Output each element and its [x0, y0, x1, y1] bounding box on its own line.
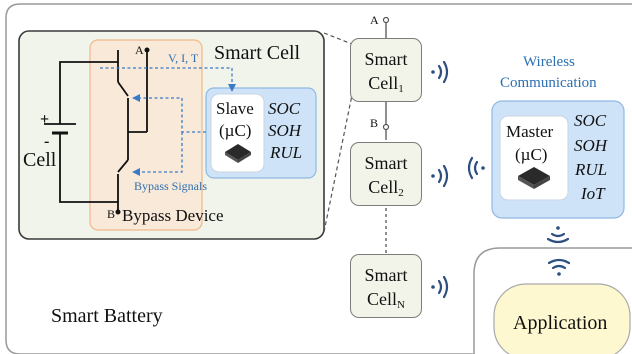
- slave-metric: RUL: [270, 143, 303, 162]
- wireless-signal-icon: [431, 60, 449, 84]
- signal-arrows: [100, 67, 233, 173]
- smart-cell-line1: Smart: [364, 49, 408, 69]
- master-label: Master: [506, 122, 554, 141]
- master-metric: SOH: [574, 136, 608, 155]
- chain-node-b: B: [370, 116, 379, 130]
- bypass-device-label: Bypass Device: [122, 206, 224, 225]
- master-chip-card: [499, 115, 569, 201]
- wireless-signal-icon: [431, 275, 449, 299]
- arrow-heads: [132, 84, 236, 176]
- smart-cell-n: Smart CellN: [350, 254, 422, 318]
- application-box: [493, 283, 631, 354]
- slave-label: Slave: [216, 99, 254, 118]
- zoom-line-bottom: [323, 94, 353, 233]
- master-metric: IoT: [581, 184, 605, 203]
- communication-label: Communication: [500, 75, 597, 91]
- terminal-dots: [115, 47, 150, 215]
- battery-boundary: [5, 3, 632, 354]
- smart-cell-line2: CellN: [367, 289, 405, 311]
- slave-metric: SOC: [268, 99, 301, 118]
- microchip-icon: [225, 144, 251, 163]
- wireless-signal-icon: [467, 156, 485, 180]
- smart-cell-line2: Cell1: [368, 73, 404, 95]
- cell-label: Cell: [23, 149, 57, 171]
- master-metric: RUL: [575, 160, 608, 179]
- smart-cell-line1: Smart: [364, 265, 408, 285]
- wireless-signal-icon: [546, 226, 570, 244]
- slave-metric: SOH: [268, 121, 302, 140]
- minus-sign: -: [44, 133, 50, 150]
- smart-battery-label: Smart Battery: [51, 305, 163, 327]
- application-label: Application: [513, 312, 608, 334]
- wireless-label: Wireless: [523, 54, 575, 70]
- master-metric: SOC: [574, 111, 607, 130]
- chain-nodes: [382, 16, 390, 131]
- master-uc-label: (µC): [515, 145, 548, 164]
- microchip-icon: [518, 167, 550, 189]
- plus-sign: +: [40, 111, 50, 128]
- smart-cell-1: Smart Cell1: [350, 38, 422, 102]
- smart-cell-line1: Smart: [364, 153, 408, 173]
- smart-cell-line2: Cell2: [368, 177, 404, 199]
- wireless-signal-icon: [547, 258, 571, 276]
- signals-label: V, I, T: [168, 51, 199, 65]
- smart-cell-title: Smart Cell: [214, 42, 301, 64]
- smart-cell-2: Smart Cell2: [350, 142, 422, 206]
- wireless-signal-icon: [431, 164, 449, 188]
- chain-node-a: A: [370, 13, 379, 27]
- node-b-label: B: [107, 207, 116, 221]
- bypass-signals-label: Bypass Signals: [134, 179, 208, 193]
- node-a-label: A: [135, 43, 144, 57]
- zoom-line-top: [323, 32, 353, 45]
- slave-uc-label: (µC): [219, 121, 252, 140]
- cell-circuit: [44, 50, 148, 212]
